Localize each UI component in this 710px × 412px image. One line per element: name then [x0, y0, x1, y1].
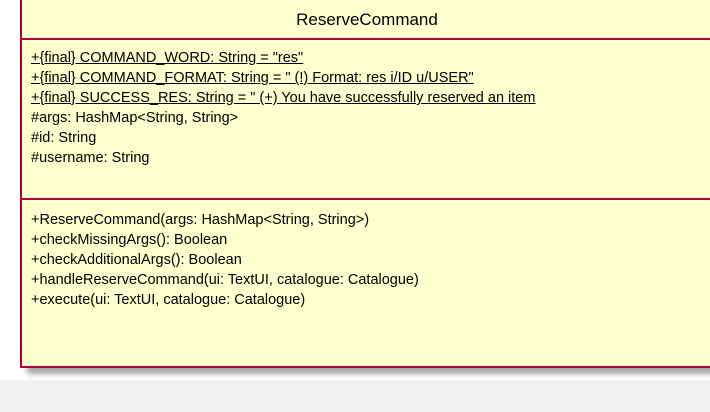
attributes-compartment: +{final} COMMAND_WORD: String = "res" +{… [31, 48, 535, 168]
operation-execute: +execute(ui: TextUI, catalogue: Catalogu… [31, 292, 306, 308]
attribute-username: #username: String [31, 150, 150, 166]
operations-compartment: +ReserveCommand(args: HashMap<String, St… [31, 210, 419, 310]
attributes-divider [22, 38, 710, 40]
attribute-success-res: +{final} SUCCESS_RES: String = " (+) You… [31, 90, 536, 106]
canvas-footer-band [0, 380, 710, 412]
operations-divider [22, 198, 710, 200]
class-name: ReserveCommand [296, 10, 438, 29]
attribute-args: #args: HashMap<String, String> [31, 110, 239, 126]
attribute-command-format: +{final} COMMAND_FORMAT: String = " (!) … [31, 70, 474, 86]
operation-check-additional-args: +checkAdditionalArgs(): Boolean [31, 252, 242, 268]
attribute-command-word: +{final} COMMAND_WORD: String = "res" [31, 50, 304, 66]
operation-constructor: +ReserveCommand(args: HashMap<String, St… [31, 212, 370, 228]
operation-handle-reserve-command: +handleReserveCommand(ui: TextUI, catalo… [31, 272, 419, 288]
attribute-id: #id: String [31, 130, 97, 146]
operation-check-missing-args: +checkMissingArgs(): Boolean [31, 232, 228, 248]
class-box: ReserveCommand +{final} COMMAND_WORD: St… [20, 0, 710, 368]
